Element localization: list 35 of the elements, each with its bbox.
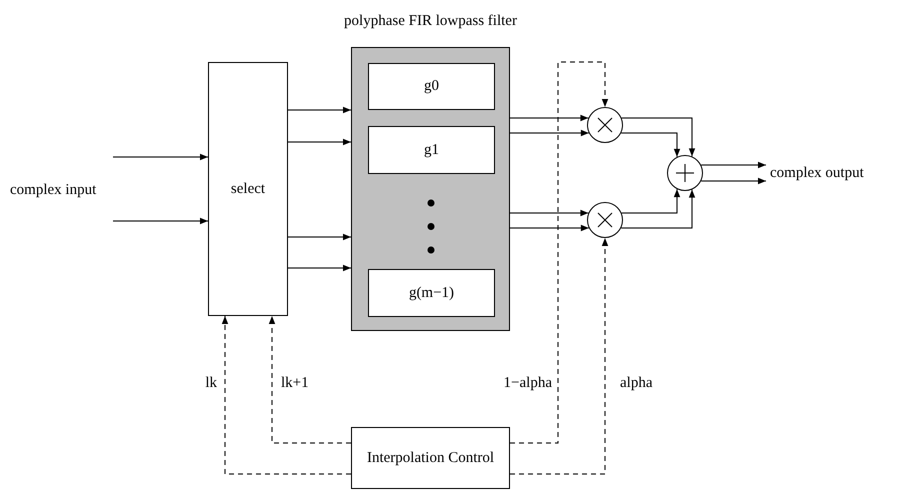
signal-arrow — [620, 132, 680, 158]
block-box — [208, 62, 288, 316]
signal-arrow — [112, 154, 208, 160]
block-box — [351, 427, 510, 489]
signal-arrow — [112, 218, 208, 224]
box-label: Interpolation Control — [366, 448, 494, 468]
edge-label: 1−alpha — [502, 374, 553, 392]
signal-arrow — [621, 188, 680, 214]
dashed-control-arrow — [510, 62, 608, 444]
subfilter-box — [368, 126, 495, 174]
dashed-control-arrow — [510, 238, 608, 474]
edge-label: alpha — [619, 374, 654, 392]
signal-arrow — [510, 224, 590, 232]
filter-title: polyphase FIR lowpass filter — [343, 12, 518, 31]
signal-arrow — [288, 106, 352, 114]
signal-arrow — [621, 118, 696, 157]
box-label: g1 — [424, 140, 439, 160]
box-label: select — [230, 180, 266, 198]
signal-arrow — [510, 210, 589, 216]
signal-arrow — [288, 264, 352, 272]
subfilter-box — [368, 269, 495, 317]
dashed-control-arrow — [268, 316, 352, 444]
signal-arrow — [700, 162, 766, 168]
signal-arrow — [620, 189, 696, 228]
signal-label: complex output — [766, 160, 876, 186]
subfilter-box — [368, 63, 495, 110]
box-label: g0 — [424, 77, 439, 96]
signal-arrow — [288, 138, 352, 146]
box-label: g(m−1) — [408, 284, 454, 302]
signal-arrow — [510, 114, 589, 122]
signal-arrow — [510, 130, 590, 136]
dashed-control-arrow — [222, 316, 352, 474]
signal-arrow — [700, 178, 766, 184]
signal-arrow — [288, 234, 352, 240]
signal-label: complex input — [10, 181, 96, 199]
